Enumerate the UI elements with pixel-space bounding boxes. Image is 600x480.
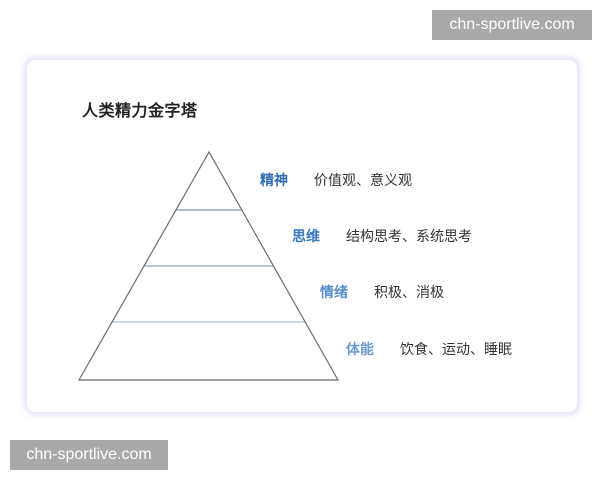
- tier-description: 积极、消极: [374, 285, 444, 301]
- pyramid-outline: [77, 150, 340, 381]
- tier-label: 思维: [292, 229, 320, 245]
- diagram-title: 人类精力金字塔: [82, 101, 198, 120]
- tier-row-3: 情绪 积极、消极: [320, 284, 444, 302]
- tier-label: 情绪: [320, 285, 348, 301]
- diagram-card: [27, 60, 577, 412]
- tier-description: 价值观、意义观: [314, 173, 412, 189]
- tier-description: 饮食、运动、睡眠: [400, 342, 512, 358]
- tier-label: 体能: [346, 342, 374, 358]
- tier-row-1: 精神 价值观、意义观: [260, 172, 412, 190]
- tier-description: 结构思考、系统思考: [346, 229, 472, 245]
- tier-row-4: 体能 饮食、运动、睡眠: [346, 341, 512, 359]
- watermark-text: chn-sportlive.com: [449, 16, 575, 33]
- tier-label: 精神: [260, 173, 288, 189]
- watermark-bottom-left: chn-sportlive.com: [10, 440, 168, 470]
- tier-row-2: 思维 结构思考、系统思考: [292, 228, 472, 246]
- watermark-text: chn-sportlive.com: [26, 446, 152, 463]
- watermark-top-right: chn-sportlive.com: [432, 10, 592, 40]
